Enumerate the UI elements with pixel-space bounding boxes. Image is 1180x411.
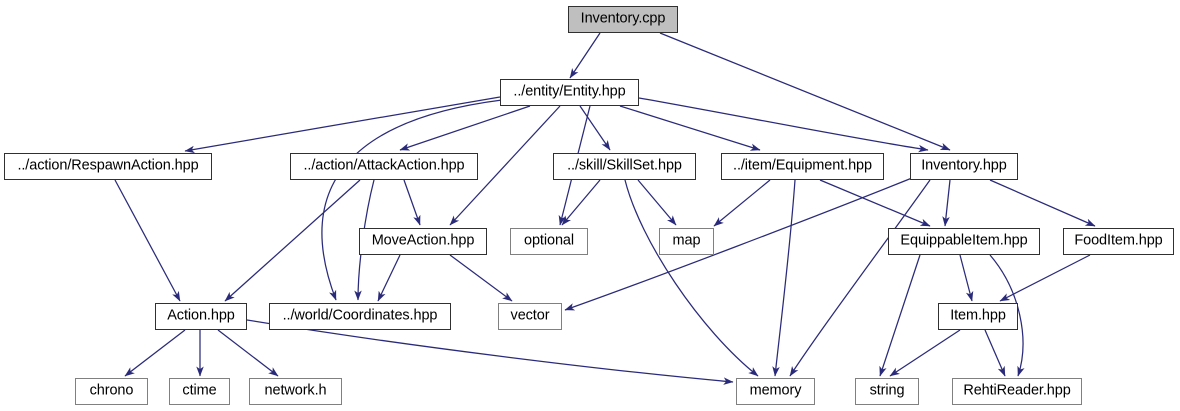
graph-node-vector[interactable]: vector [498, 303, 562, 330]
graph-node-label: Inventory.hpp [921, 157, 1007, 174]
edge-fooditem_hpp-to-item_hpp [999, 254, 1091, 302]
graph-node-label: string [869, 382, 905, 399]
graph-node-rehtireader_hpp[interactable]: RehtiReader.hpp [952, 378, 1082, 405]
graph-node-optional[interactable]: optional [510, 228, 588, 255]
edge-action_hpp-to-chrono [124, 329, 186, 377]
graph-node-label: MoveAction.hpp [371, 232, 475, 249]
graph-node-label: ../entity/Entity.hpp [513, 83, 626, 100]
graph-node-label: RehtiReader.hpp [963, 382, 1071, 399]
edge-inventory_hpp-to-fooditem_hpp [989, 179, 1096, 227]
edge-inventory_cpp-to-inventory_hpp [659, 32, 951, 151]
edge-inventory_hpp-to-memory [789, 179, 931, 377]
graph-node-label: ../action/RespawnAction.hpp [17, 157, 199, 174]
graph-node-attack_hpp[interactable]: ../action/AttackAction.hpp [290, 153, 478, 180]
graph-node-label: ctime [182, 382, 217, 399]
edge-attack_hpp-to-action_hpp [224, 179, 361, 302]
edge-equipment_hpp-to-map [713, 179, 771, 227]
graph-node-label: optional [524, 232, 574, 249]
edge-entity_hpp-to-coordinates_hpp [321, 99, 503, 301]
graph-node-map[interactable]: map [659, 228, 714, 255]
graph-node-label: ../skill/SkillSet.hpp [567, 157, 682, 174]
graph-node-network_h[interactable]: network.h [249, 378, 342, 405]
edge-skillset_hpp-to-memory [624, 179, 759, 377]
edge-inventory_hpp-to-vector [564, 177, 913, 311]
edge-entity_hpp-to-inventory_hpp [638, 97, 929, 153]
graph-node-ctime[interactable]: ctime [169, 378, 230, 405]
graph-node-equipment_hpp[interactable]: ../item/Equipment.hpp [721, 153, 884, 180]
edge-entity_hpp-to-moveaction_hpp [449, 105, 561, 226]
edge-skillset_hpp-to-optional [561, 179, 601, 226]
edge-moveaction_hpp-to-vector [449, 254, 513, 302]
graph-node-coordinates_hpp[interactable]: ../world/Coordinates.hpp [269, 303, 451, 330]
edge-entity_hpp-to-skillset_hpp [579, 105, 611, 151]
graph-node-label: map [672, 232, 701, 249]
graph-node-inventory_hpp[interactable]: Inventory.hpp [910, 153, 1018, 180]
edge-action_hpp-to-network_h [217, 329, 279, 377]
graph-node-chrono[interactable]: chrono [75, 378, 148, 405]
graph-node-label: Action.hpp [167, 307, 235, 324]
graph-node-label: EquippableItem.hpp [900, 232, 1028, 249]
graph-node-moveaction_hpp[interactable]: MoveAction.hpp [359, 228, 487, 255]
graph-node-label: chrono [89, 382, 134, 399]
edge-item_hpp-to-string [889, 329, 961, 377]
edge-entity_hpp-to-attack_hpp [399, 105, 531, 151]
edge-respawn_hpp-to-action_hpp [114, 179, 181, 302]
edge-item_hpp-to-rehtireader_hpp [984, 329, 1006, 377]
edge-attack_hpp-to-moveaction_hpp [403, 179, 421, 226]
graph-node-memory[interactable]: memory [736, 378, 815, 405]
graph-node-fooditem_hpp[interactable]: FoodItem.hpp [1063, 228, 1174, 255]
graph-node-string[interactable]: string [855, 378, 919, 405]
edge-action_hpp-to-memory [246, 319, 734, 385]
graph-node-label: Inventory.cpp [580, 10, 666, 27]
graph-node-action_hpp[interactable]: Action.hpp [155, 303, 247, 330]
graph-node-equippable_hpp[interactable]: EquippableItem.hpp [888, 228, 1040, 255]
graph-node-label: vector [510, 307, 550, 324]
edge-equippable_hpp-to-item_hpp [959, 254, 974, 302]
edge-inventory_cpp-to-entity_hpp [569, 32, 601, 79]
edge-equipment_hpp-to-memory [772, 179, 796, 377]
graph-node-respawn_hpp[interactable]: ../action/RespawnAction.hpp [4, 153, 212, 180]
edge-equippable_hpp-to-rehtireader_hpp [989, 254, 1025, 377]
graph-node-entity_hpp[interactable]: ../entity/Entity.hpp [500, 79, 639, 106]
graph-node-label: network.h [264, 382, 327, 399]
graph-node-label: memory [749, 382, 802, 399]
edge-equipment_hpp-to-equippable_hpp [819, 179, 931, 227]
graph-node-label: Item.hpp [950, 307, 1006, 324]
edge-inventory_hpp-to-equippable_hpp [942, 179, 951, 227]
graph-node-label: ../world/Coordinates.hpp [282, 307, 438, 324]
edge-skillset_hpp-to-map [637, 179, 677, 226]
graph-node-skillset_hpp[interactable]: ../skill/SkillSet.hpp [553, 153, 696, 180]
graph-node-label: ../item/Equipment.hpp [733, 157, 872, 174]
edge-equippable_hpp-to-string [879, 254, 921, 377]
edge-moveaction_hpp-to-coordinates_hpp [377, 254, 401, 302]
graph-node-inventory_cpp[interactable]: Inventory.cpp [568, 6, 678, 33]
graph-node-item_hpp[interactable]: Item.hpp [938, 303, 1018, 330]
edge-entity_hpp-to-respawn_hpp [184, 96, 501, 154]
edge-entity_hpp-to-equipment_hpp [619, 105, 761, 151]
graph-node-label: FoodItem.hpp [1074, 232, 1163, 249]
graph-node-label: ../action/AttackAction.hpp [303, 157, 465, 174]
